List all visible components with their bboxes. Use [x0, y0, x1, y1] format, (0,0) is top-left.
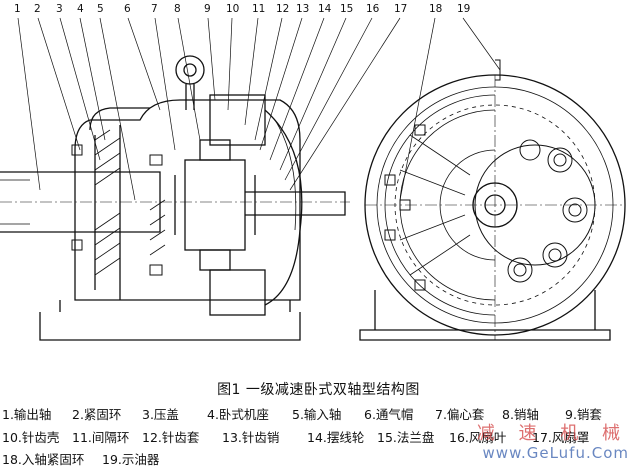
callout-4: 4 [77, 3, 84, 15]
callout-2: 2 [34, 3, 41, 15]
legend-item: 10.针齿壳 [2, 430, 60, 445]
callout-12: 12 [276, 3, 289, 15]
callout-10: 10 [226, 3, 239, 15]
legend-item: 8.销轴 [502, 407, 539, 422]
callout-5: 5 [97, 3, 104, 15]
callout-8: 8 [174, 3, 181, 15]
callout-labels: 1 2 3 4 5 6 7 8 9 10 11 12 13 14 15 16 1… [14, 3, 470, 15]
legend-item: 15.法兰盘 [377, 430, 435, 445]
callout-17: 17 [394, 3, 407, 15]
callout-11: 11 [252, 3, 265, 15]
callout-13: 13 [296, 3, 309, 15]
callout-7: 7 [151, 3, 158, 15]
legend-item: 1.输出轴 [2, 407, 52, 422]
legend-item: 5.输入轴 [292, 407, 342, 422]
side-section-view [0, 55, 350, 341]
legend-item: 9.销套 [565, 407, 602, 422]
callout-3: 3 [56, 3, 63, 15]
legend-item: 6.通气帽 [364, 407, 414, 422]
callout-1: 1 [14, 3, 21, 15]
legend-item: 16.风扇叶 [449, 430, 507, 445]
legend-item: 13.针齿销 [222, 430, 280, 445]
legend-item: 7.偏心套 [435, 407, 485, 422]
legend-item: 14.摆线轮 [307, 430, 365, 445]
watermark-url: www.GeLufu.Com [482, 444, 629, 462]
callout-15: 15 [340, 3, 353, 15]
callout-18: 18 [429, 3, 442, 15]
legend-item: 4.卧式机座 [207, 407, 269, 422]
callout-19: 19 [457, 3, 470, 15]
figure-caption: 图1 一级减速卧式双轴型结构图 [217, 382, 420, 398]
callout-14: 14 [318, 3, 332, 15]
legend-item: 2.紧固环 [72, 407, 122, 422]
legend-item: 3.压盖 [142, 407, 179, 422]
legend-item: 11.间隔环 [72, 430, 130, 445]
legend-item: 18.入轴紧固环 [2, 452, 85, 467]
legend-item: 17.风扇罩 [532, 430, 590, 445]
watermark-text: 减 速 机 械 [476, 423, 629, 444]
callout-leaders [17, 17, 501, 201]
legend-item: 19.示油器 [102, 452, 160, 467]
callout-6: 6 [124, 3, 131, 15]
callout-16: 16 [366, 3, 380, 15]
legend-item: 12.针齿套 [142, 430, 200, 445]
end-view [359, 59, 626, 341]
callout-9: 9 [204, 3, 211, 15]
